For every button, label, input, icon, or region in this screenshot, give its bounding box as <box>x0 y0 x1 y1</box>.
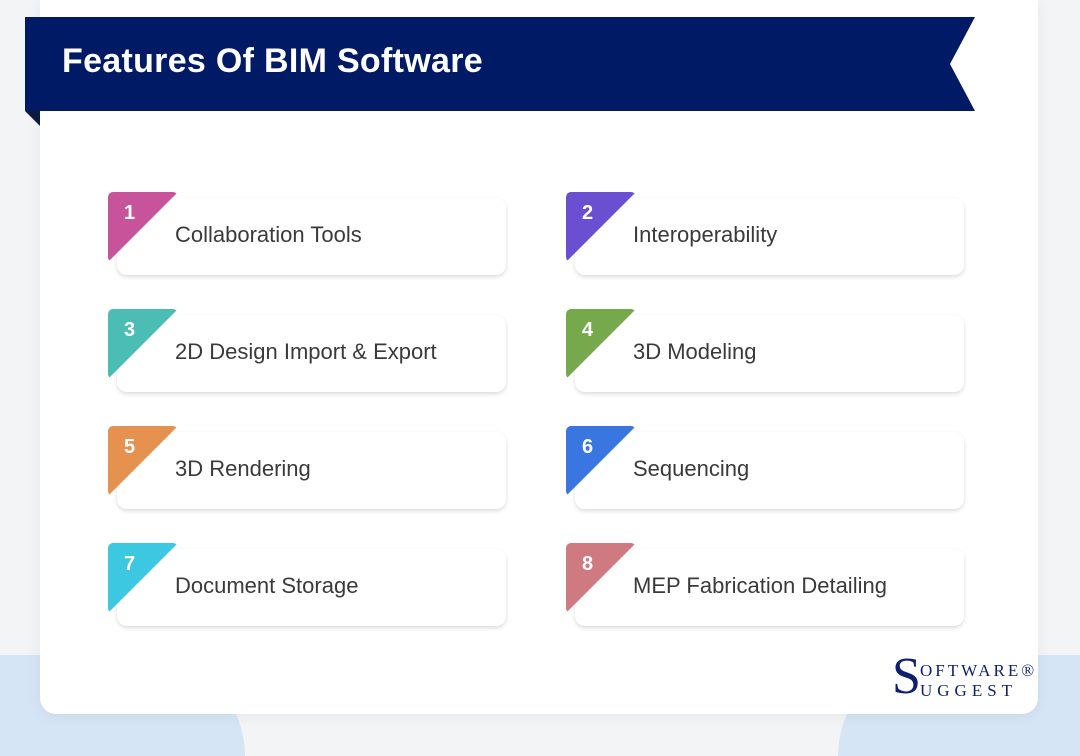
banner-fold <box>25 111 40 126</box>
feature-number: 4 <box>582 319 594 341</box>
logo-line-1: OFTWARE® <box>920 661 1038 680</box>
feature-label: MEP Fabrication Detailing <box>633 573 887 598</box>
logo-line-2: UGGEST <box>920 681 1018 700</box>
feature-card <box>575 315 964 392</box>
feature-label: 3D Rendering <box>175 456 311 481</box>
feature-label: Interoperability <box>633 222 778 247</box>
feature-number: 6 <box>582 436 594 458</box>
feature-item: 3 2D Design Import & Export <box>108 309 506 392</box>
feature-label: 3D Modeling <box>633 339 757 364</box>
feature-number: 2 <box>582 202 594 224</box>
feature-card <box>117 432 506 509</box>
feature-label: Collaboration Tools <box>175 222 362 247</box>
feature-card <box>117 315 506 392</box>
title-banner <box>25 17 975 111</box>
feature-number: 3 <box>124 319 136 341</box>
softwaresuggest-logo: S OFTWARE® UGGEST <box>892 651 1034 707</box>
feature-number: 8 <box>582 553 594 575</box>
feature-number: 5 <box>124 436 136 458</box>
feature-card <box>575 549 964 626</box>
feature-item: 4 3D Modeling <box>566 309 964 392</box>
feature-item: 5 3D Rendering <box>108 426 506 509</box>
feature-label: Sequencing <box>633 456 750 481</box>
feature-label: Document Storage <box>175 573 359 598</box>
page-title: Features Of BIM Software <box>62 42 483 80</box>
feature-label: 2D Design Import & Export <box>175 339 437 364</box>
logo-initial: S <box>892 648 921 705</box>
feature-card <box>575 198 964 275</box>
feature-number: 1 <box>124 202 136 224</box>
feature-card <box>117 549 506 626</box>
feature-number: 7 <box>124 553 136 575</box>
feature-card <box>117 198 506 275</box>
feature-card <box>575 432 964 509</box>
